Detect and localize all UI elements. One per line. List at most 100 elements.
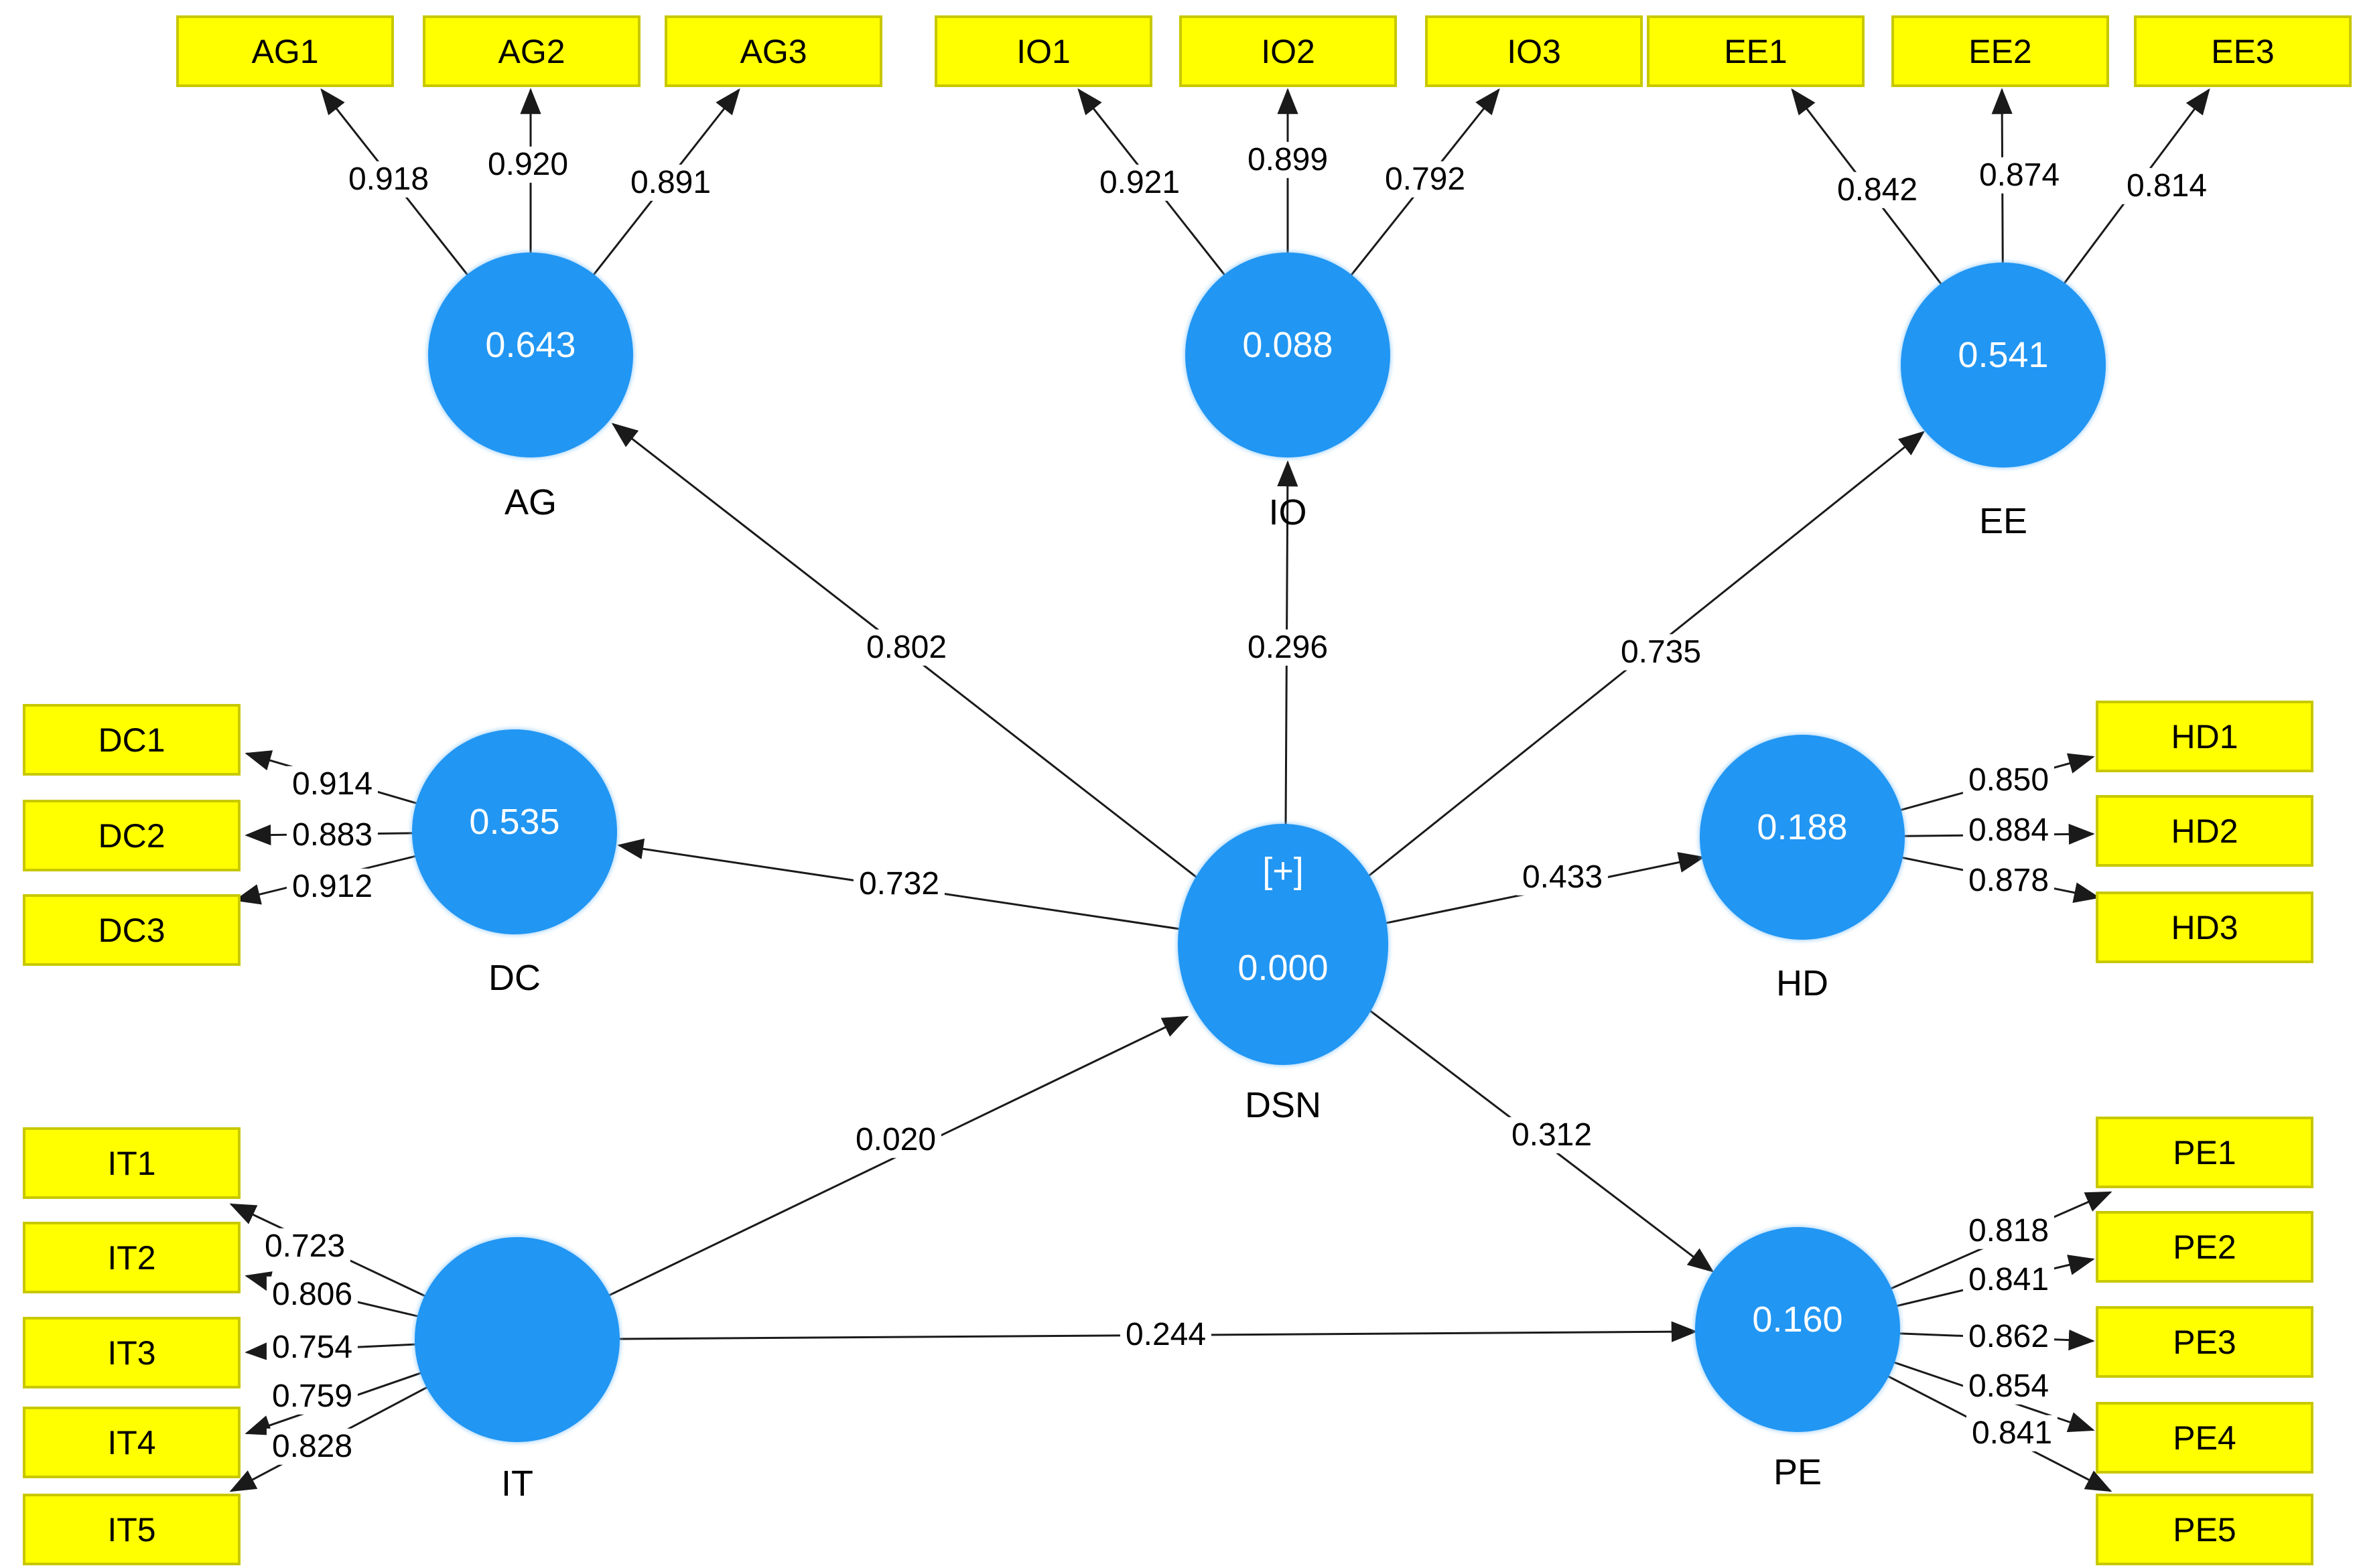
indicator-box-IT4[interactable]: IT4 xyxy=(23,1407,241,1478)
indicator-box-PE5[interactable]: PE5 xyxy=(2096,1494,2313,1565)
indicator-box-EE1[interactable]: EE1 xyxy=(1647,15,1865,87)
construct-value-HD: 0.188 xyxy=(1757,807,1848,847)
construct-value-IO: 0.088 xyxy=(1242,325,1333,365)
indicator-box-PE2[interactable]: PE2 xyxy=(2096,1211,2313,1283)
indicator-box-IT2[interactable]: IT2 xyxy=(23,1222,241,1293)
indicator-label-PE1: PE1 xyxy=(2173,1133,2236,1171)
path-value-IT-PE: 0.244 xyxy=(1120,1316,1212,1354)
indicator-box-IT5[interactable]: IT5 xyxy=(23,1494,241,1565)
indicator-box-AG3[interactable]: AG3 xyxy=(665,15,882,87)
path-value-DSN-DC: 0.732 xyxy=(853,865,945,903)
indicator-box-AG1[interactable]: AG1 xyxy=(176,15,394,87)
path-value-DSN-PE: 0.312 xyxy=(1505,1117,1598,1154)
loading-value-IO3: 0.792 xyxy=(1379,161,1471,198)
indicator-label-HD1: HD1 xyxy=(2171,717,2238,756)
construct-PE[interactable]: 0.160 xyxy=(1695,1227,1900,1432)
loading-value-IO2: 0.899 xyxy=(1241,141,1334,179)
construct-value-EE: 0.541 xyxy=(1958,335,2049,375)
path-arrow-DSN-DC xyxy=(617,838,1284,946)
indicator-box-PE3[interactable]: PE3 xyxy=(2096,1306,2313,1378)
indicator-box-EE3[interactable]: EE3 xyxy=(2134,15,2352,87)
loading-value-AG2: 0.920 xyxy=(482,146,574,184)
loading-value-PE2: 0.841 xyxy=(1962,1261,2055,1299)
construct-value-DSN: 0.000 xyxy=(1237,948,1329,988)
indicator-box-IO3[interactable]: IO3 xyxy=(1425,15,1643,87)
indicator-box-EE2[interactable]: EE2 xyxy=(1891,15,2109,87)
construct-label-PE: PE xyxy=(1773,1452,1822,1492)
path-value-DSN-AG: 0.802 xyxy=(860,629,953,666)
indicator-box-IO2[interactable]: IO2 xyxy=(1179,15,1397,87)
indicator-box-DC2[interactable]: DC2 xyxy=(23,800,241,871)
indicator-label-IT5: IT5 xyxy=(107,1510,156,1549)
indicator-label-AG2: AG2 xyxy=(498,32,565,70)
construct-value-AG: 0.643 xyxy=(485,325,576,365)
indicator-box-DC3[interactable]: DC3 xyxy=(23,894,241,966)
path-value-IT-DSN: 0.020 xyxy=(850,1121,942,1159)
construct-label-HD: HD xyxy=(1776,963,1828,1003)
loading-value-IT3: 0.754 xyxy=(266,1329,358,1366)
indicator-label-IT1: IT1 xyxy=(107,1144,156,1182)
path-value-DSN-EE: 0.735 xyxy=(1615,634,1707,671)
construct-label-AG: AG xyxy=(504,482,557,522)
loading-value-IT2: 0.806 xyxy=(266,1276,358,1313)
indicator-box-HD1[interactable]: HD1 xyxy=(2096,701,2313,772)
construct-value-DC: 0.535 xyxy=(469,802,560,842)
loading-value-HD3: 0.878 xyxy=(1962,862,2055,900)
indicator-label-IO2: IO2 xyxy=(1261,32,1315,70)
indicator-label-PE5: PE5 xyxy=(2173,1510,2236,1549)
indicator-label-EE1: EE1 xyxy=(1724,32,1788,70)
indicator-box-HD2[interactable]: HD2 xyxy=(2096,795,2313,867)
indicator-box-IT3[interactable]: IT3 xyxy=(23,1317,241,1388)
path-arrow-DSN-AG xyxy=(611,423,1284,946)
indicator-label-HD2: HD2 xyxy=(2171,812,2238,850)
indicator-label-HD3: HD3 xyxy=(2171,908,2238,946)
construct-label-IO: IO xyxy=(1268,492,1307,532)
loading-value-IT5: 0.828 xyxy=(266,1428,358,1466)
indicator-box-IO1[interactable]: IO1 xyxy=(935,15,1152,87)
construct-AG[interactable]: 0.643 xyxy=(428,253,633,457)
loading-value-IT4: 0.759 xyxy=(266,1378,358,1415)
construct-IO[interactable]: 0.088 xyxy=(1185,253,1390,457)
loading-value-PE1: 0.818 xyxy=(1962,1212,2055,1250)
construct-EE[interactable]: 0.541 xyxy=(1901,263,2106,468)
indicator-box-DC1[interactable]: DC1 xyxy=(23,704,241,776)
path-arrow-DSN-EE xyxy=(1282,431,1926,946)
construct-DSN[interactable]: [+] 0.000 xyxy=(1178,824,1388,1065)
construct-HD[interactable]: 0.188 xyxy=(1700,735,1905,940)
indicator-label-DC1: DC1 xyxy=(98,721,165,759)
construct-indicator-toggle-DSN[interactable]: [+] xyxy=(1262,851,1304,891)
loading-value-AG1: 0.918 xyxy=(342,161,435,198)
construct-label-IT: IT xyxy=(501,1464,533,1504)
path-value-DSN-HD: 0.433 xyxy=(1516,859,1609,896)
loading-value-PE4: 0.854 xyxy=(1962,1368,2055,1405)
loading-value-DC1: 0.914 xyxy=(286,766,379,803)
indicator-label-PE3: PE3 xyxy=(2173,1323,2236,1361)
indicator-box-AG2[interactable]: AG2 xyxy=(423,15,641,87)
construct-DC[interactable]: 0.535 xyxy=(412,729,617,934)
construct-label-EE: EE xyxy=(1978,501,2028,541)
indicator-box-PE4[interactable]: PE4 xyxy=(2096,1402,2313,1474)
indicator-label-AG3: AG3 xyxy=(740,32,807,70)
loading-value-AG3: 0.891 xyxy=(624,164,717,202)
indicator-label-IT4: IT4 xyxy=(107,1423,156,1462)
indicator-label-IO3: IO3 xyxy=(1507,32,1561,70)
indicator-label-DC3: DC3 xyxy=(98,911,165,949)
indicator-box-HD3[interactable]: HD3 xyxy=(2096,892,2313,963)
loading-value-HD1: 0.850 xyxy=(1962,762,2055,799)
indicator-label-PE2: PE2 xyxy=(2173,1228,2236,1266)
indicator-box-PE1[interactable]: PE1 xyxy=(2096,1117,2313,1188)
indicator-label-PE4: PE4 xyxy=(2173,1419,2236,1457)
construct-label-DSN: DSN xyxy=(1244,1085,1322,1125)
construct-value-PE: 0.160 xyxy=(1752,1299,1843,1340)
loading-value-EE3: 0.814 xyxy=(2121,167,2213,205)
path-arrow-IT-DSN xyxy=(517,1015,1189,1341)
indicator-box-IT1[interactable]: IT1 xyxy=(23,1127,241,1199)
loading-value-DC3: 0.912 xyxy=(286,868,379,906)
loading-value-EE1: 0.842 xyxy=(1831,171,1924,209)
indicator-label-IO1: IO1 xyxy=(1016,32,1071,70)
indicator-label-EE2: EE2 xyxy=(1968,32,2032,70)
construct-IT[interactable] xyxy=(415,1237,620,1442)
indicator-label-EE3: EE3 xyxy=(2211,32,2275,70)
path-value-DSN-IO: 0.296 xyxy=(1241,629,1334,666)
